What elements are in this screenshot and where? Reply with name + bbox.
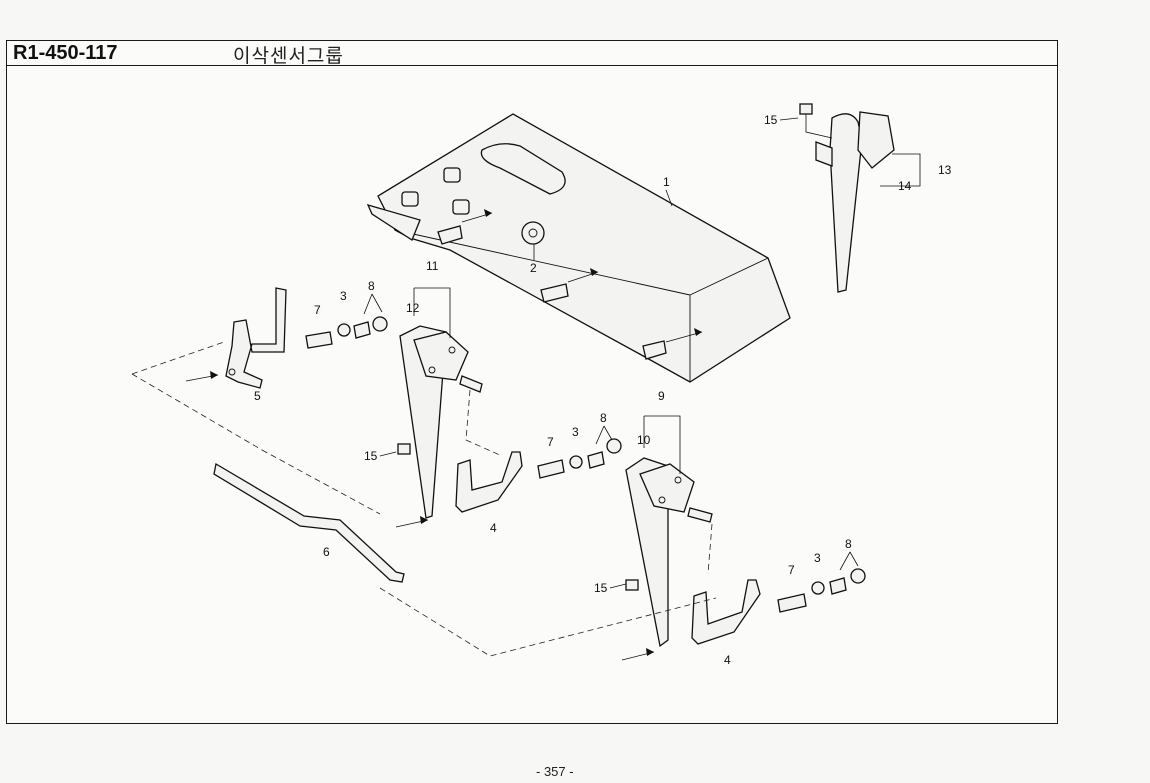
right-sensor-assembly [379,415,866,661]
callout-12: 12 [406,301,420,315]
callout-3: 3 [340,289,347,303]
callout-4: 4 [490,521,497,535]
callout-3: 3 [572,425,579,439]
left-lever-assembly [131,287,405,583]
page-number: - 357 - [536,764,574,779]
top-sensor-assembly [799,103,921,293]
callout-13: 13 [938,163,952,177]
part-callouts: 1 2 3 3 3 4 4 5 6 7 7 7 8 8 8 9 10 11 12… [254,113,952,667]
callout-4: 4 [724,653,731,667]
callout-1: 1 [663,175,670,189]
callout-6: 6 [323,545,330,559]
callout-14: 14 [898,179,912,193]
callout-15: 15 [594,581,608,595]
callout-8: 8 [845,537,852,551]
callout-7: 7 [547,435,554,449]
callout-5: 5 [254,389,261,403]
callout-11: 11 [426,259,439,273]
callout-2: 2 [530,261,537,275]
middle-sensor-assembly [261,287,622,528]
assembly-title: 이삭센서그룹 [233,45,344,67]
callout-9: 9 [658,389,665,403]
callout-7: 7 [788,563,795,577]
callout-3: 3 [814,551,821,565]
callout-7: 7 [314,303,321,317]
callout-15: 15 [764,113,778,127]
callout-8: 8 [368,279,375,293]
sensor-cover-part-1 [366,113,791,383]
callout-10: 10 [637,433,651,447]
header-bar: R1-450-117 이삭센서그룹 [7,41,1057,67]
callout-15: 15 [364,449,378,463]
part-code: R1-450-117 [13,42,118,64]
callout-8: 8 [600,411,607,425]
